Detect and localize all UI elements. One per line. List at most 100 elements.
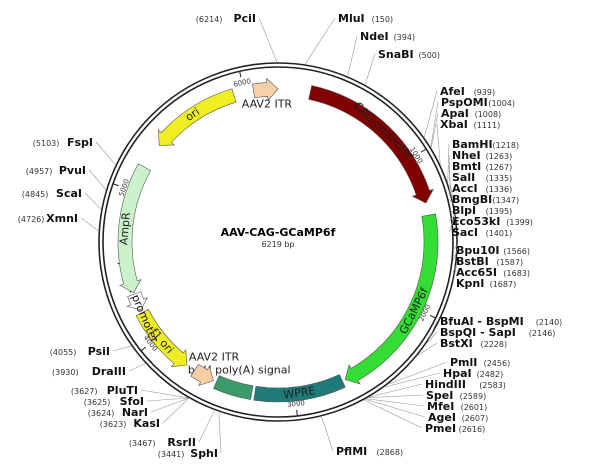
site-pos: (1004) xyxy=(488,99,515,108)
site-leader xyxy=(426,331,438,344)
feature-ampr-promoter xyxy=(126,291,149,311)
site-leader xyxy=(447,143,450,182)
site-name: XbaI xyxy=(440,118,468,131)
site-pos: (5103) xyxy=(33,139,60,148)
feature-label: WPRE xyxy=(283,384,317,401)
site-bmti[interactable]: BmtI(1267) xyxy=(448,160,513,191)
site-pflmi[interactable]: PflMI(2868) xyxy=(321,416,403,458)
feature-aav2-itr xyxy=(190,363,214,387)
site-acci[interactable]: AccI(1336) xyxy=(448,182,512,203)
site-pos: (1335) xyxy=(486,174,513,183)
site-sali[interactable]: SalI (1335) xyxy=(448,171,513,203)
site-pcii[interactable]: PciI(6214) xyxy=(196,12,278,63)
site-ndei[interactable]: NdeI(394) xyxy=(347,30,416,77)
site-name: SacI xyxy=(452,226,478,239)
site-draiii[interactable]: DraIII(3930) xyxy=(52,363,146,378)
site-name: SalI xyxy=(452,171,475,184)
site-pos: (394) xyxy=(394,33,416,42)
site-pspomi[interactable]: PspOMI(1004) xyxy=(430,96,515,147)
site-pvui[interactable]: PvuI (4957) xyxy=(26,164,107,190)
site-saci[interactable]: SacI(1401) xyxy=(448,214,512,239)
site-fspi[interactable]: FspI(5103) xyxy=(33,136,116,165)
site-name: Eco53kI xyxy=(452,215,500,228)
site-blpi[interactable]: BlpI(1395) xyxy=(448,204,512,217)
site-pos: (3623) xyxy=(100,420,127,429)
feature-label: bGH poly(A) signal xyxy=(188,363,291,376)
site-name: PspOMI xyxy=(441,96,488,109)
site-name: KpnI xyxy=(456,277,484,290)
site-name: KasI xyxy=(133,417,160,430)
site-rsrii[interactable]: RsrII(3467) xyxy=(129,410,215,449)
site-leader xyxy=(430,112,439,148)
feature-label: AAV2 ITR xyxy=(189,350,240,363)
site-pos: (3627) xyxy=(71,387,98,396)
site-acc65i[interactable]: Acc65I(1683) xyxy=(452,265,530,279)
site-name: ScaI xyxy=(56,187,82,200)
site-leader xyxy=(430,101,439,147)
site-leader xyxy=(452,265,457,273)
site-pos: (1687) xyxy=(490,280,517,289)
site-name: BamHI xyxy=(452,138,493,151)
site-apai[interactable]: ApaI(1008) xyxy=(430,107,501,148)
site-leader xyxy=(448,198,455,205)
site-name: Acc65I xyxy=(456,266,497,279)
feature-bgh-poly-a-signal xyxy=(213,375,254,400)
site-hpai[interactable]: HpaI(2482) xyxy=(384,367,504,388)
feature-label: AmpR xyxy=(117,211,133,245)
site-pos: (4055) xyxy=(50,348,77,357)
site-hindiii[interactable]: HindIII(2583) xyxy=(369,378,506,398)
site-scai[interactable]: ScaI(4845) xyxy=(22,187,102,210)
site-leader xyxy=(321,416,334,452)
site-afei[interactable]: AfeI(939) xyxy=(423,85,495,138)
site-leader xyxy=(448,187,454,203)
site-name: PvuI xyxy=(59,164,86,177)
site-nari[interactable]: NarI(3624) xyxy=(88,397,189,419)
site-pos: (1399) xyxy=(506,218,533,227)
site-leader xyxy=(304,17,336,65)
site-sphi[interactable]: SphI(3441) xyxy=(158,411,222,460)
site-pos: (1218) xyxy=(493,141,520,150)
site-bamhi[interactable]: BamHI(1218) xyxy=(447,138,520,182)
site-eco53ki[interactable]: Eco53kI (1399) xyxy=(448,213,533,228)
site-kasi[interactable]: KasI (3623) xyxy=(100,398,189,430)
site-pos: (2601) xyxy=(461,403,488,412)
site-snabi[interactable]: SnaBI(500) xyxy=(364,48,440,85)
site-spei[interactable]: SpeI(2589) xyxy=(368,389,486,402)
site-leader xyxy=(452,265,457,284)
site-leader xyxy=(427,320,438,343)
site-pos: (1566) xyxy=(503,247,530,256)
site-sfoi[interactable]: SfoI(3625) xyxy=(84,395,189,408)
site-mlui[interactable]: MluI(150) xyxy=(304,12,393,65)
site-xbai[interactable]: XbaI(1111) xyxy=(436,118,500,165)
site-leader xyxy=(162,398,189,424)
site-bmgbi[interactable]: BmgBI(1347) xyxy=(448,193,520,206)
site-leader xyxy=(452,247,459,262)
backbone-outer xyxy=(98,62,458,422)
site-leader xyxy=(80,217,99,232)
site-pos: (2589) xyxy=(460,392,487,401)
site-agei[interactable]: AgeI(2607) xyxy=(365,399,489,424)
site-bstbi[interactable]: BstBI(1587) xyxy=(452,247,523,268)
site-leader xyxy=(218,411,222,454)
site-bpu10i[interactable]: Bpu10I(1566) xyxy=(452,243,530,257)
site-mfei[interactable]: MfeI(2601) xyxy=(366,398,488,413)
site-bfuai-bspmi[interactable]: BfuAI - BspMI(2140) xyxy=(427,315,562,343)
site-name: BfuAI - BspMI xyxy=(440,315,524,328)
site-leader xyxy=(140,389,189,399)
site-pmei[interactable]: PmeI(2616) xyxy=(363,399,485,435)
site-xmni[interactable]: XmnI(4726) xyxy=(18,212,99,232)
site-pos: (2228) xyxy=(481,340,508,349)
site-pos: (4957) xyxy=(26,167,53,176)
site-kpni[interactable]: KpnI (1687) xyxy=(452,265,517,290)
site-bspqi-sapi[interactable]: BspQI - SapI(2146) xyxy=(426,326,556,344)
site-leader xyxy=(448,176,454,203)
tick-label: 6000 xyxy=(233,77,252,89)
site-pluti[interactable]: PluTI(3627) xyxy=(71,384,189,399)
site-pos: (1267) xyxy=(486,163,513,172)
site-pos: (1347) xyxy=(493,196,520,205)
site-name: RsrII xyxy=(167,436,196,449)
site-pmli[interactable]: PmlI(2456) xyxy=(388,356,510,385)
site-bstxi[interactable]: BstXI(2228) xyxy=(417,337,508,356)
site-psii[interactable]: PsiI(4055) xyxy=(50,345,132,358)
site-leader xyxy=(258,17,278,63)
